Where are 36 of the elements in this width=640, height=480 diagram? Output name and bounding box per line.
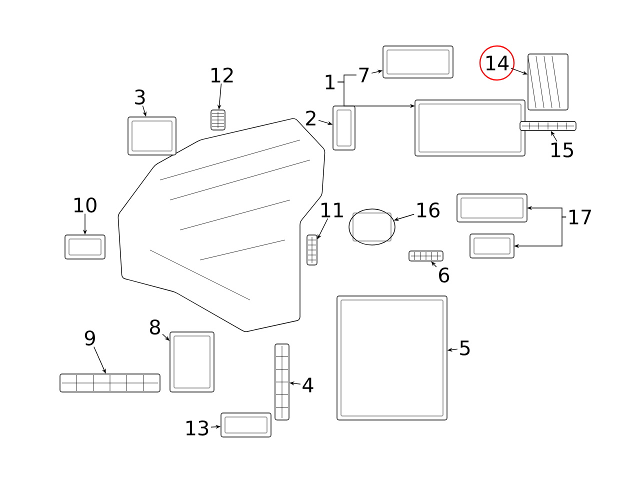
callout-number: 5 [460, 340, 470, 356]
module-drawing [456, 194, 528, 222]
blower-drawing [348, 208, 396, 246]
actuator-drawing [220, 412, 272, 438]
callout-number: 1 [326, 74, 335, 90]
callout-number: 6 [439, 267, 450, 283]
callout-number: 13 [186, 420, 208, 436]
callout-number: 17 [569, 210, 591, 224]
callout-number: 2 [306, 110, 316, 126]
leader-line [337, 74, 357, 82]
heater-core-drawing [170, 332, 214, 392]
cover-drawing [382, 46, 454, 78]
door-drawing [332, 106, 356, 150]
callout-number: 14 [486, 56, 509, 70]
tube-drawing [274, 344, 290, 420]
callout-number: 16 [417, 202, 440, 218]
strip-drawing [520, 121, 576, 131]
callout-number: 4 [302, 378, 314, 392]
callout-number: 9 [84, 330, 95, 346]
callout-number: 10 [74, 197, 96, 213]
callout-number: 7 [359, 68, 369, 82]
housing-drawing [414, 100, 526, 156]
module-drawing [470, 234, 514, 258]
sensor-drawing [306, 234, 318, 266]
callout-number: 11 [321, 202, 343, 218]
callout-number: 3 [135, 89, 145, 105]
callout-number: 8 [150, 319, 160, 335]
pipe-drawing [60, 374, 160, 392]
case-drawing [336, 296, 448, 420]
valve-drawing [64, 234, 106, 260]
gasket-drawing [128, 116, 176, 156]
filter-drawing [408, 250, 444, 262]
sensor-drawing [210, 110, 226, 130]
callout-number: 12 [211, 68, 233, 82]
callout-number: 15 [551, 142, 573, 158]
filter-drawing [528, 54, 568, 110]
